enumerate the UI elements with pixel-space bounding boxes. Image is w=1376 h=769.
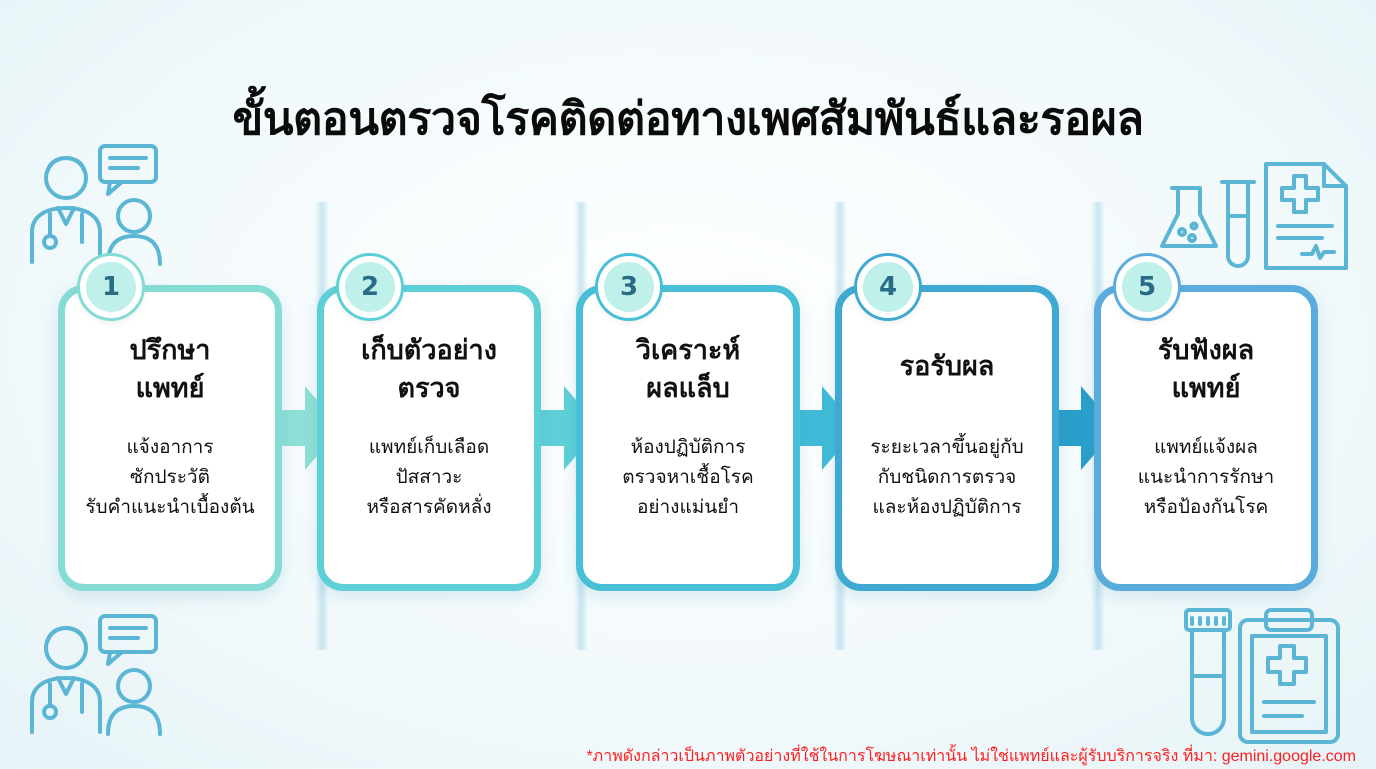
step-heading-line: ปรึกษา	[129, 335, 211, 366]
blood-sample-tube-icon	[1184, 608, 1232, 736]
step-description: แจ้งอาการ ซักประวัติ รับคำแนะนำเบื้องต้น	[65, 432, 275, 522]
step-heading-line: ตรวจ	[397, 373, 461, 404]
step-description-line: ระยะเวลาขึ้นอยู่กับ	[870, 436, 1024, 458]
step-card-result: รับฟังผล แพทย์ แพทย์แจ้งผล แนะนำการรักษา…	[1094, 285, 1318, 591]
step-heading: รับฟังผล แพทย์	[1101, 332, 1311, 408]
step-number-badge: 4	[857, 256, 919, 318]
page-title: ขั้นตอนตรวจโรคติดต่อทางเพศสัมพันธ์และรอผ…	[232, 92, 1144, 145]
step-heading-line: แพทย์	[135, 373, 205, 404]
step-heading-line: ผลแล็บ	[646, 373, 730, 404]
step-heading-line: รอรับผล	[899, 351, 995, 382]
doctor-consultation-icon	[30, 614, 162, 736]
clipboard-medical-icon	[1238, 608, 1340, 744]
step-description: แพทย์เก็บเลือด ปัสสาวะ หรือสารคัดหลั่ง	[324, 432, 534, 522]
disclaimer-footnote: *ภาพดังกล่าวเป็นภาพตัวอย่างที่ใช้ในการโฆ…	[586, 748, 1356, 765]
step-number-badge: 3	[598, 256, 660, 318]
step-heading-line: วิเคราะห์	[635, 335, 741, 366]
step-description-line: ห้องปฏิบัติการ	[630, 436, 746, 458]
step-description: แพทย์แจ้งผล แนะนำการรักษา หรือป้องกันโรค	[1101, 432, 1311, 522]
flow-arrow	[534, 386, 600, 470]
flow-arrow	[275, 386, 341, 470]
step-description-line: แนะนำการรักษา	[1137, 466, 1275, 488]
step-heading: รอรับผล	[842, 348, 1052, 386]
step-heading-line: รับฟังผล	[1157, 335, 1255, 366]
step-number-badge: 5	[1116, 256, 1178, 318]
step-card-consult: ปรึกษา แพทย์ แจ้งอาการ ซักประวัติ รับคำแ…	[58, 285, 282, 591]
step-description-line: หรือป้องกันโรค	[1143, 496, 1269, 518]
step-description-line: แจ้งอาการ	[126, 436, 214, 458]
step-heading: ปรึกษา แพทย์	[65, 332, 275, 408]
step-description-line: กับชนิดการตรวจ	[877, 466, 1017, 488]
step-number-badge: 2	[339, 256, 401, 318]
lab-flask-test-tube-icon	[1160, 180, 1256, 268]
step-description: ห้องปฏิบัติการ ตรวจหาเชื้อโรค อย่างแม่นย…	[583, 432, 793, 522]
step-heading: เก็บตัวอย่าง ตรวจ	[324, 332, 534, 408]
step-description: ระยะเวลาขึ้นอยู่กับ กับชนิดการตรวจ และห้…	[842, 432, 1052, 522]
step-description-line: ปัสสาวะ	[395, 466, 463, 488]
step-description-line: ซักประวัติ	[130, 466, 210, 488]
step-card-sample: เก็บตัวอย่าง ตรวจ แพทย์เก็บเลือด ปัสสาวะ…	[317, 285, 541, 591]
step-description-line: รับคำแนะนำเบื้องต้น	[85, 496, 255, 518]
step-heading-line: แพทย์	[1171, 373, 1241, 404]
step-description-line: และห้องปฏิบัติการ	[872, 496, 1022, 518]
step-description-line: แพทย์เก็บเลือด	[368, 436, 490, 458]
flow-arrow	[1051, 386, 1117, 470]
step-card-lab: วิเคราะห์ ผลแล็บ ห้องปฏิบัติการ ตรวจหาเช…	[576, 285, 800, 591]
step-description-line: ตรวจหาเชื้อโรค	[622, 466, 754, 488]
medical-report-icon	[1264, 162, 1348, 270]
step-description-line: อย่างแม่นยำ	[636, 496, 740, 518]
doctor-consultation-icon	[30, 144, 162, 266]
step-heading: วิเคราะห์ ผลแล็บ	[583, 332, 793, 408]
step-description-line: แพทย์แจ้งผล	[1154, 436, 1258, 458]
step-heading-line: เก็บตัวอย่าง	[361, 335, 497, 366]
step-card-wait: รอรับผล ระยะเวลาขึ้นอยู่กับ กับชนิดการตร…	[835, 285, 1059, 591]
step-description-line: หรือสารคัดหลั่ง	[366, 496, 492, 518]
step-number-badge: 1	[80, 256, 142, 318]
flow-arrow	[792, 386, 858, 470]
